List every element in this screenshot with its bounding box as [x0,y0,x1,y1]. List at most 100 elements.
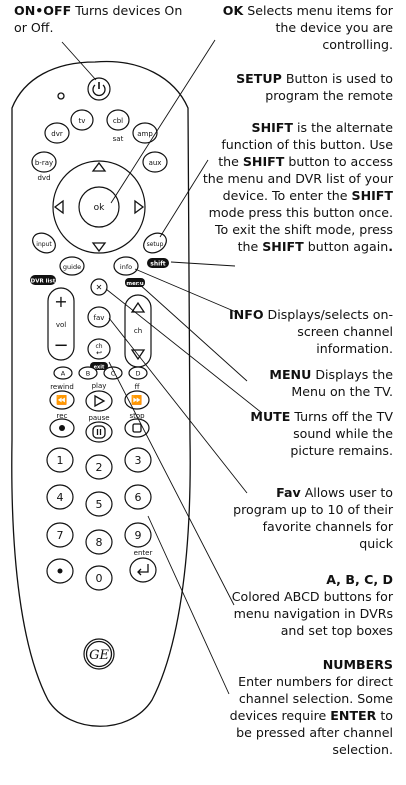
left-arrow-icon [53,199,64,215]
ch-label: ch [134,327,142,335]
callout-info-title: INFO [229,307,264,322]
fav-button[interactable] [87,306,111,328]
info-button[interactable] [113,256,139,276]
callout-mute-title: MUTE [250,409,291,424]
callout-fav-title: Fav [276,485,301,500]
digit-4-button[interactable] [46,484,74,510]
rec-icon [59,425,65,431]
callout-shift: SHIFT is the alternate function of this … [200,119,393,255]
amp-button[interactable] [132,122,158,144]
callout-ok-title: OK [222,3,244,18]
stop-icon [132,423,142,433]
enter-icon [137,564,149,576]
shift-button[interactable] [147,258,169,268]
callout-mute-text: Turns off the TV sound while the picture… [290,409,393,458]
play-button[interactable] [85,390,113,412]
digit-1-button[interactable] [46,447,74,473]
callout-numbers-title: NUMBERS [322,657,393,672]
amp-label: amp [137,130,153,138]
c-button[interactable] [103,366,123,380]
callout-setup: SETUP Button is used to program the remo… [212,70,393,104]
callout-menu-text: Displays the Menu on the TV. [291,367,393,399]
stop-button[interactable] [124,418,150,438]
tv-button[interactable] [70,109,94,131]
callout-onoff: ON•OFF Turns devices On or Off. [14,2,184,36]
vol-up-icon: + [54,292,67,311]
d-button[interactable] [128,366,148,380]
ch-down-icon [130,349,146,361]
callout-info-text: Displays/selects on-screen channel infor… [263,307,393,356]
input-button[interactable] [29,229,59,257]
digit-5-label: 5 [96,498,103,511]
digit-7-button[interactable] [46,522,74,548]
bray-button[interactable] [31,151,57,173]
aux-button[interactable] [142,151,168,173]
dvr-button[interactable] [44,122,70,144]
ff-icon: ⏩ [131,394,142,406]
guide-button[interactable] [59,256,85,276]
vol-label: vol [56,321,66,329]
callout-fav: Fav Allows user to program up to 10 of t… [228,484,393,552]
setup-button[interactable] [140,229,170,257]
digit-4-label: 4 [57,491,64,504]
info-label: info [120,263,132,271]
dvd-label: dvd [37,174,50,182]
pause-label: pause [88,414,109,422]
a-label: A [61,370,66,378]
mute-button[interactable] [90,278,108,296]
callout-numbers: NUMBERS Enter numbers for direct channel… [214,656,393,758]
digit-0-button[interactable] [85,565,113,591]
callout-onoff-text: Turns devices On or Off. [14,3,183,35]
digit-0-label: 0 [96,572,103,585]
ff-label: ff [135,383,140,391]
callout-shift-text4: button again [303,239,389,254]
dvr-list-badge [30,275,56,285]
right-arrow-icon [134,199,145,215]
callout-setup-title: SETUP [236,71,282,86]
digit-6-button[interactable] [124,484,152,510]
exit-label: exit [94,365,105,371]
callout-ok: OK Selects menu items for the device you… [222,2,393,53]
setup-label: setup [147,241,164,248]
dot-icon [57,568,63,574]
digit-9-label: 9 [135,529,142,542]
last-ch-button[interactable] [87,338,111,360]
vol-rocker[interactable] [47,287,75,361]
cbl-button[interactable] [106,109,130,131]
digit-5-button[interactable] [85,491,113,517]
digit-1-label: 1 [57,454,64,467]
digit-2-button[interactable] [85,454,113,480]
remote-body [11,60,191,727]
ch-up-icon [130,301,146,313]
callout-info: INFO Displays/selects on-screen channel … [222,306,393,357]
enter-button[interactable] [129,557,157,583]
callout-onoff-title: ON•OFF [14,3,72,18]
rewind-button[interactable] [49,390,75,410]
ge-logo [83,638,115,670]
ge-logo-text: GE [89,648,109,663]
play-icon [94,394,106,408]
digit-3-label: 3 [135,454,142,467]
callout-shift-title2: SHIFT [242,154,285,169]
ok-label: ok [94,203,106,213]
shift-label: shift [150,261,166,268]
digit-3-button[interactable] [124,447,152,473]
guide-label: guide [63,263,81,271]
return-icon: ↩ [96,349,102,357]
callout-shift-title3: SHIFT [351,188,394,203]
b-label: B [86,370,90,378]
down-arrow-icon [91,242,107,253]
dvr-label: dvr [51,130,63,138]
sat-label: sat [113,135,124,143]
digit-8-button[interactable] [85,529,113,555]
leader-lines [61,39,263,695]
ok-button[interactable] [78,186,120,228]
b-button[interactable] [78,366,98,380]
callout-numbers-text1: Enter numbers for direct channel selecti… [229,674,393,723]
digit-6-label: 6 [135,491,142,504]
play-label: play [92,382,107,390]
pause-button[interactable] [85,421,113,443]
digit-9-button[interactable] [124,522,152,548]
a-button[interactable] [53,366,73,380]
power-icon [92,84,106,97]
